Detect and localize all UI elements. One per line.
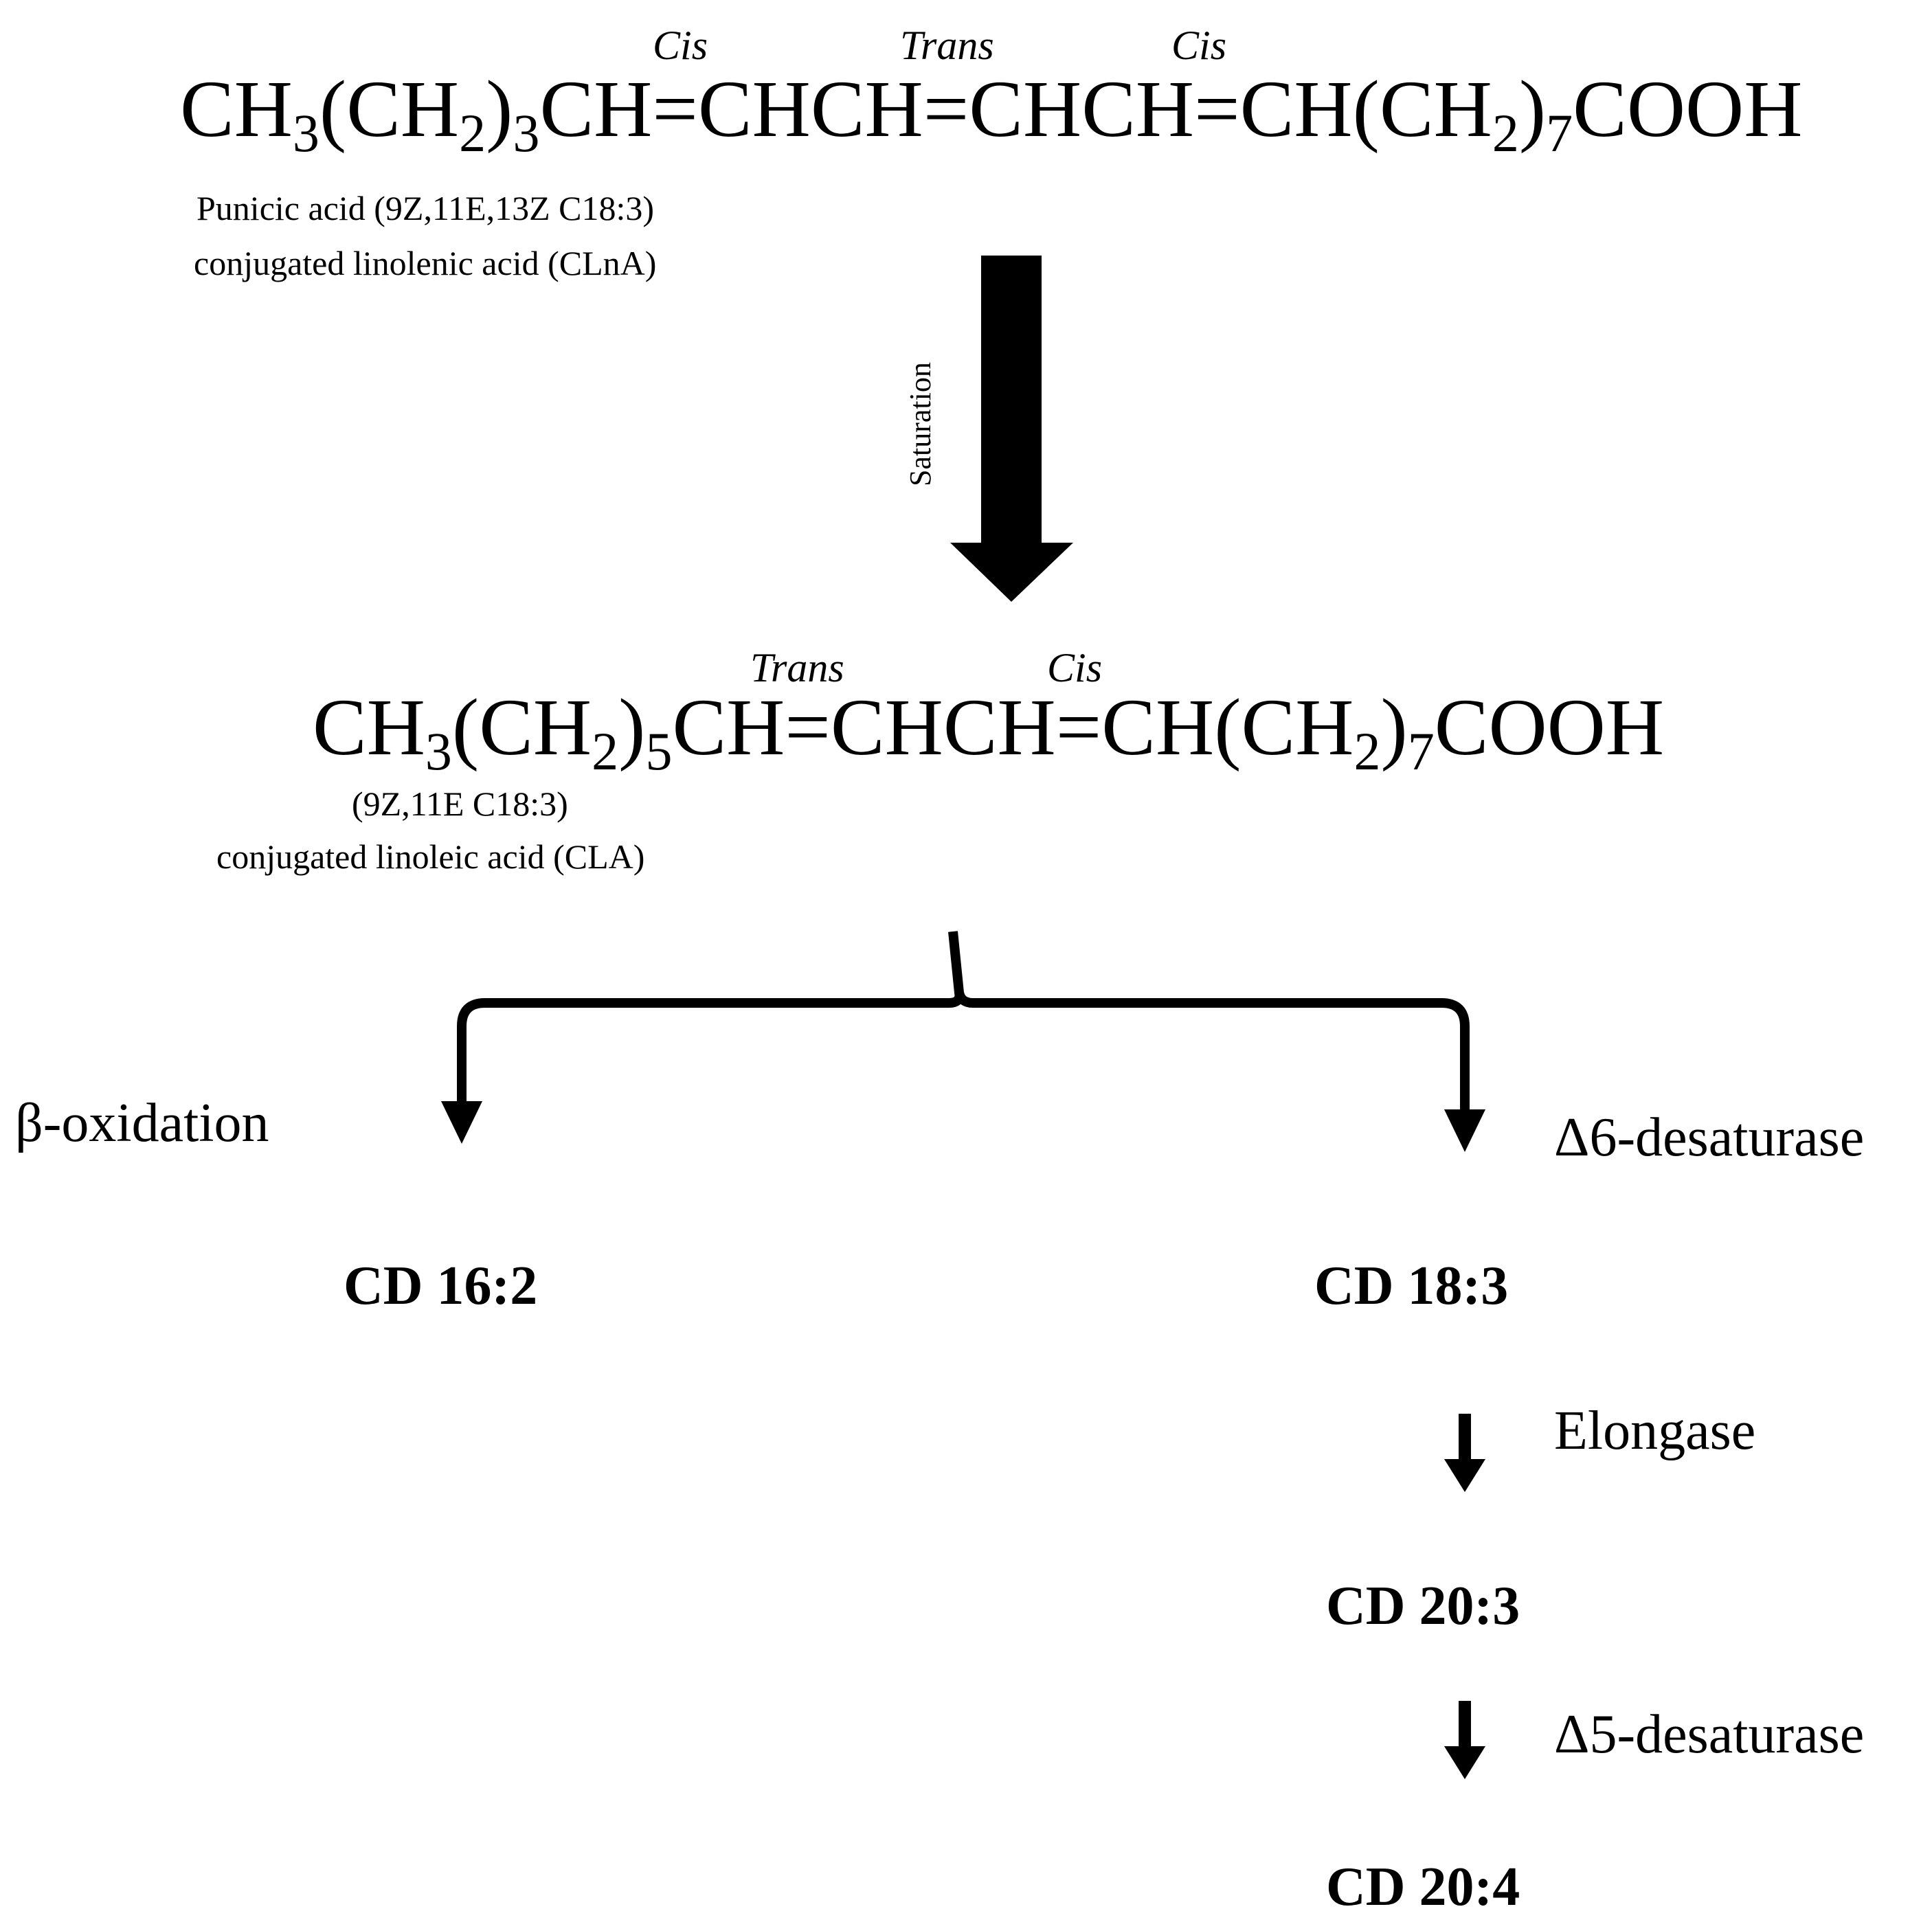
delta5-desaturase-label: Δ5-desaturase xyxy=(1554,1704,1865,1765)
product-cd16-2: CD 16:2 xyxy=(344,1256,538,1316)
delta5-arrow-shaft xyxy=(1459,1701,1471,1749)
top-stereo-trans: Trans xyxy=(900,23,994,68)
top-stereo-cis-1: Cis xyxy=(653,23,708,68)
delta6-desaturase-label: Δ6-desaturase xyxy=(1554,1107,1865,1168)
elongase-arrowhead xyxy=(1444,1459,1485,1492)
cla-caption-1: (9Z,11E C18:3) xyxy=(352,784,568,823)
product-cd20-3: CD 20:3 xyxy=(1326,1576,1520,1636)
middle-stereo-cis: Cis xyxy=(1047,645,1103,690)
product-cd18-3: CD 18:3 xyxy=(1314,1256,1509,1316)
beta-oxidation-label: β-oxidation xyxy=(15,1093,269,1153)
delta5-arrowhead xyxy=(1444,1746,1485,1779)
top-stereo-cis-2: Cis xyxy=(1171,23,1227,68)
branch-bracket xyxy=(457,931,965,1109)
delta6-arrowhead xyxy=(1444,1109,1485,1152)
elongase-arrow-shaft xyxy=(1459,1414,1471,1462)
cla-caption-2: conjugated linoleic acid (CLA) xyxy=(216,837,645,876)
middle-stereo-trans: Trans xyxy=(750,645,844,690)
product-cd20-4: CD 20:4 xyxy=(1326,1857,1520,1917)
punicic-acid-caption-2: conjugated linolenic acid (CLnA) xyxy=(194,244,657,282)
punicic-acid-caption-1: Punicic acid (9Z,11E,13Z C18:3) xyxy=(196,189,655,227)
punicic-acid-formula: CH3(CH2)3CH=CHCH=CHCH=CH(CH2)7COOH xyxy=(180,64,1803,163)
saturation-arrow xyxy=(950,256,1073,602)
elongase-label: Elongase xyxy=(1554,1401,1756,1461)
beta-oxidation-arrowhead xyxy=(441,1101,482,1144)
cla-formula: CH3(CH2)5CH=CHCH=CH(CH2)7COOH xyxy=(313,682,1665,781)
